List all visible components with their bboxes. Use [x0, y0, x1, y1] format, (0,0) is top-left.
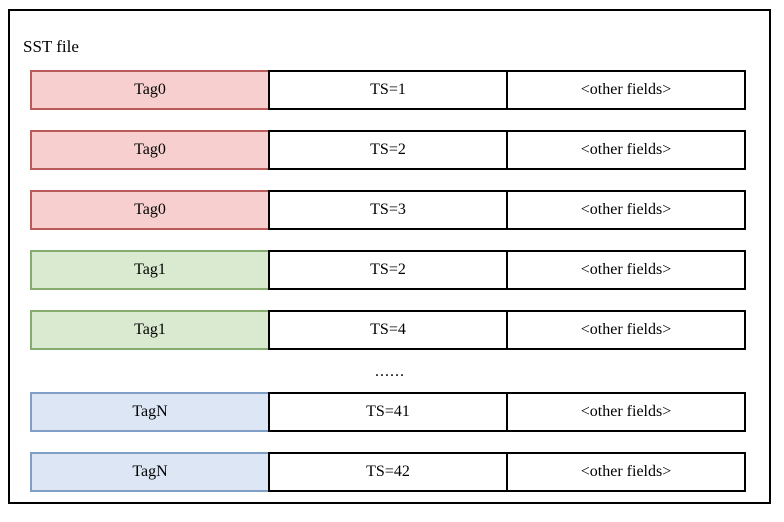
- record-timestamp-cell: TS=2: [268, 250, 508, 290]
- record-tag-cell: TagN: [30, 392, 270, 432]
- ellipsis-row: ......: [375, 363, 405, 380]
- record-other-fields-cell: <other fields>: [506, 452, 746, 492]
- record-tag-cell: Tag1: [30, 250, 270, 290]
- record-other-fields-cell: <other fields>: [506, 70, 746, 110]
- record-tag-cell: Tag1: [30, 310, 270, 350]
- record-tag-cell: Tag0: [30, 70, 270, 110]
- record-timestamp-cell: TS=41: [268, 392, 508, 432]
- record-other-fields-cell: <other fields>: [506, 190, 746, 230]
- record-timestamp-cell: TS=42: [268, 452, 508, 492]
- record-other-fields-cell: <other fields>: [506, 250, 746, 290]
- record-other-fields-cell: <other fields>: [506, 130, 746, 170]
- record-timestamp-cell: TS=3: [268, 190, 508, 230]
- record-tag-cell: Tag0: [30, 190, 270, 230]
- record-timestamp-cell: TS=2: [268, 130, 508, 170]
- record-timestamp-cell: TS=4: [268, 310, 508, 350]
- sst-file-title: SST file: [23, 37, 79, 56]
- record-tag-cell: TagN: [30, 452, 270, 492]
- record-other-fields-cell: <other fields>: [506, 392, 746, 432]
- record-tag-cell: Tag0: [30, 130, 270, 170]
- record-timestamp-cell: TS=1: [268, 70, 508, 110]
- record-other-fields-cell: <other fields>: [506, 310, 746, 350]
